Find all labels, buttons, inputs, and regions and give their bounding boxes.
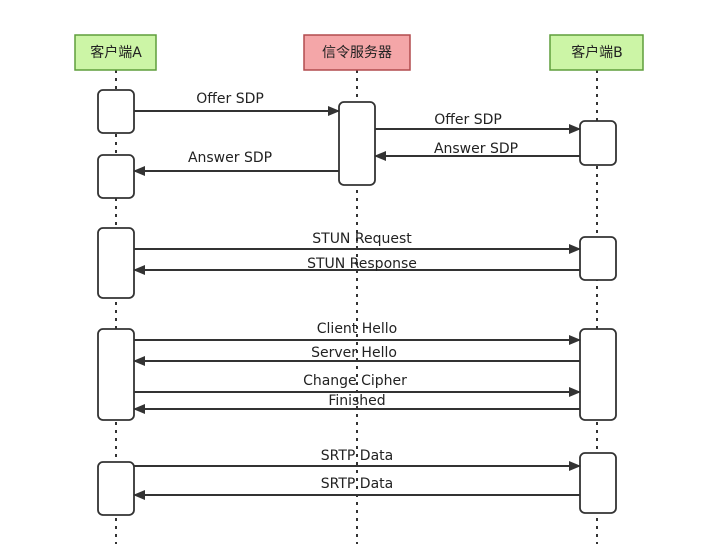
message-label-2: Answer SDP <box>434 141 518 157</box>
participant-client-b-label: 客户端B <box>571 44 623 61</box>
participant-client-a-label: 客户端A <box>90 44 142 61</box>
participant-server: 信令服务器 <box>303 34 411 71</box>
message-label-3: Answer SDP <box>188 150 272 166</box>
participant-client-a: 客户端A <box>74 34 157 71</box>
message-label-0: Offer SDP <box>196 91 264 107</box>
activation-b-4 <box>579 452 617 514</box>
participant-client-a-box <box>74 34 157 71</box>
activation-server-1 <box>338 101 376 186</box>
message-label-9: Finished <box>328 393 385 409</box>
activation-a-4 <box>97 328 135 421</box>
participant-client-b: 客户端B <box>549 34 644 71</box>
message-label-10: SRTP Data <box>321 448 393 464</box>
message-label-1: Offer SDP <box>434 112 502 128</box>
message-label-6: Client Hello <box>317 321 397 337</box>
activation-a-5 <box>97 461 135 516</box>
activation-a-2 <box>97 154 135 199</box>
activation-b-2 <box>579 236 617 281</box>
message-label-4: STUN Request <box>312 231 412 247</box>
participant-server-box <box>303 34 411 71</box>
message-label-11: SRTP Data <box>321 476 393 492</box>
message-label-7: Server Hello <box>311 345 397 361</box>
message-label-5: STUN Response <box>307 256 417 272</box>
participant-client-b-box <box>549 34 644 71</box>
activation-b-1 <box>579 120 617 166</box>
participant-server-label: 信令服务器 <box>322 45 392 61</box>
activation-a-1 <box>97 89 135 134</box>
activation-a-3 <box>97 227 135 299</box>
message-label-8: Change Cipher <box>303 373 407 389</box>
activation-b-3 <box>579 328 617 421</box>
